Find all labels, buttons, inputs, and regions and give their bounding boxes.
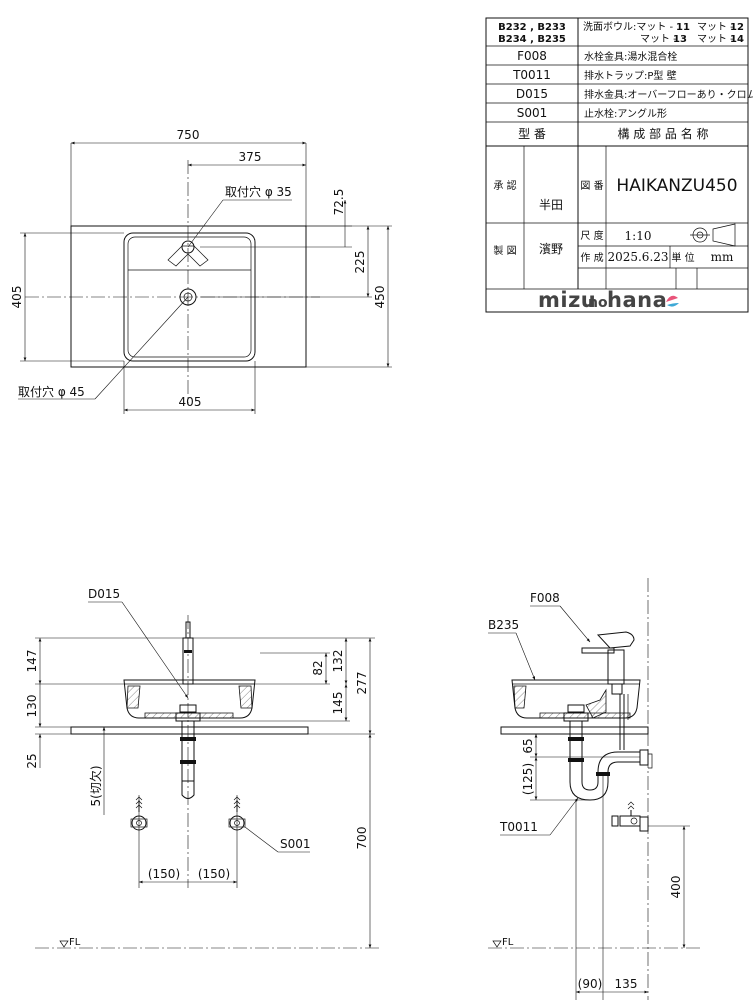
title-block: B232 , B233 B234 , B235 洗面ボウル:マット - 11 マ… <box>485 17 753 313</box>
scale: 1:10 <box>625 229 652 243</box>
code-t0011: T0011 <box>512 68 551 82</box>
desc-bowl-11: 11 <box>676 22 690 33</box>
dim-125: (125) <box>521 763 535 795</box>
third-angle-projection-icon <box>690 223 736 247</box>
dim-cutout: 5(切欠) <box>88 766 103 807</box>
logo-mizu: mizu <box>538 288 596 312</box>
dim-135: 135 <box>615 977 638 991</box>
desc-faucet: 水栓金具:湯水混合栓 <box>584 50 677 63</box>
dim-700: 700 <box>355 827 369 850</box>
drawing-no-label: 図 番 <box>580 180 603 192</box>
dim-65: 65 <box>521 738 535 753</box>
p-trap <box>569 761 640 801</box>
dim-132: 132 <box>331 650 345 673</box>
mizunohana-logo: mizu no hana <box>538 288 679 312</box>
dim-90: (90) <box>578 977 603 991</box>
desc-valve: 止水栓:アングル形 <box>584 107 667 120</box>
drain-hole-plan <box>179 288 197 306</box>
desc-bowl-matt-a: マット - <box>697 22 734 33</box>
desc-bowl-prefix: 洗面ボウル:マット - <box>583 21 674 33</box>
dim-147: 147 <box>25 650 39 673</box>
desc-bowl-matt-b: マット - <box>640 34 677 45</box>
code-s001: S001 <box>517 106 548 120</box>
dim-277: 277 <box>355 672 369 695</box>
header-code: 型 番 <box>518 127 546 141</box>
label-t0011: T0011 <box>499 820 538 834</box>
logo-no: no <box>588 295 608 311</box>
dim-400: 400 <box>669 876 683 899</box>
label-drain-hole: 取付穴 φ 45 <box>18 384 85 399</box>
code-b232-b233: B232 , B233 <box>498 22 566 33</box>
unit-label: 単 位 <box>671 251 694 264</box>
dim-375: 375 <box>239 150 262 164</box>
dim-750: 750 <box>177 128 200 142</box>
dim-150-right: (150) <box>198 867 230 881</box>
code-b234-b235: B234 , B235 <box>498 34 566 45</box>
header-desc: 構 成 部 品 名 称 <box>617 126 708 141</box>
dim-25: 25 <box>25 753 39 768</box>
desc-bowl-matt-c: マット - <box>697 34 734 45</box>
desc-bowl-13: 13 <box>673 34 687 45</box>
desc-trap: 排水トラップ:P型 壁 <box>584 69 677 82</box>
dim-225: 225 <box>353 251 367 274</box>
dim-450: 450 <box>373 286 387 309</box>
scale-label: 尺 度 <box>580 229 603 242</box>
bowl-front <box>123 679 256 719</box>
drafted-label: 製 図 <box>493 244 516 257</box>
dim-405-left: 405 <box>10 286 24 309</box>
desc-drain: 排水金具:オーバーフローあり・クロム <box>584 88 753 101</box>
unit: mm <box>711 250 734 264</box>
counter-front <box>70 726 309 735</box>
counter-side <box>500 726 649 735</box>
faucet-hole-plan <box>181 240 195 254</box>
label-b235: B235 <box>488 618 519 632</box>
dim-72-5: 72.5 <box>332 189 346 216</box>
dim-82: 82 <box>311 660 325 675</box>
faucet-handle-plan <box>167 245 209 267</box>
label-f008: F008 <box>530 591 560 605</box>
floor-label-side: FL <box>502 937 514 948</box>
code-d015: D015 <box>516 87 548 101</box>
floor-label-front: FL <box>69 937 81 948</box>
approver: 半田 <box>539 198 563 212</box>
faucet-side <box>581 631 635 750</box>
stop-valve-side <box>611 801 649 832</box>
desc-bowl-14: 14 <box>730 34 744 45</box>
label-d015: D015 <box>88 587 120 601</box>
dim-405-bottom: 405 <box>179 395 202 409</box>
side-view: F008 B235 T0011 65 (125) 400 (90) 135 FL <box>488 578 700 1000</box>
logo-hana: hana <box>607 288 667 312</box>
code-f008: F008 <box>517 49 547 63</box>
label-s001: S001 <box>280 837 311 851</box>
desc-bowl-12: 12 <box>730 22 744 33</box>
dim-130: 130 <box>25 695 39 718</box>
dim-150-left: (150) <box>148 867 180 881</box>
label-faucet-hole: 取付穴 φ 35 <box>225 184 292 199</box>
created-date: 2025.6.23 <box>607 250 668 264</box>
dim-145: 145 <box>331 692 345 715</box>
drafter: 濱野 <box>539 242 563 256</box>
counter-top-outline <box>70 225 307 368</box>
plan-view: 750 375 取付穴 φ 35 72.5 225 450 405 405 取付… <box>10 128 392 414</box>
approve-label: 承 認 <box>493 179 516 192</box>
front-view: (150) (150) D015 S001 147 130 25 5(切欠) 8… <box>25 587 380 949</box>
drawing-no: HAIKANZU450 <box>616 176 737 196</box>
created-label: 作 成 <box>580 252 603 264</box>
